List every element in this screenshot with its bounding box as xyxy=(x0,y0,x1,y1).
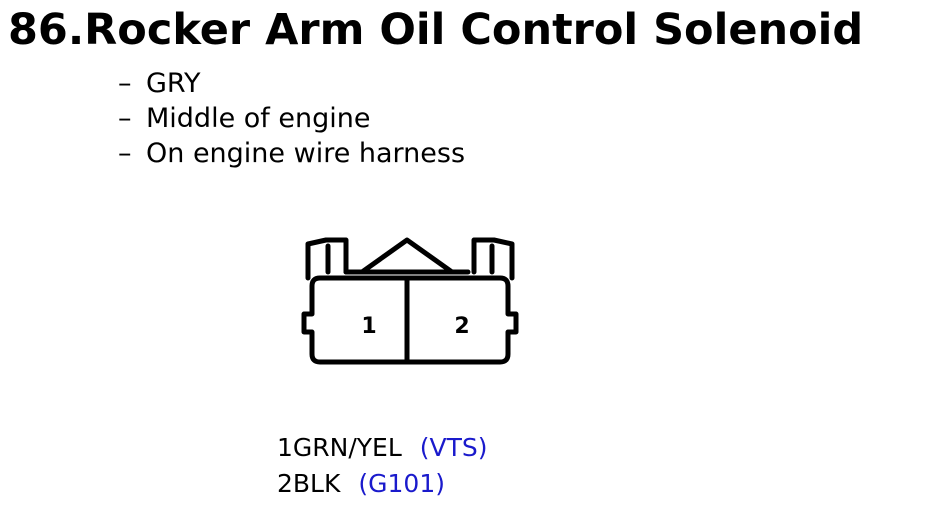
list-dash: – xyxy=(118,68,132,99)
detail-color: –GRY xyxy=(118,66,465,101)
list-dash: – xyxy=(118,103,132,134)
pinout-row: 2BLK (G101) xyxy=(277,466,488,502)
detail-text: GRY xyxy=(146,68,201,99)
circuit-reference: (G101) xyxy=(358,469,445,498)
connector-details-list: –GRY –Middle of engine –On engine wire h… xyxy=(118,66,465,171)
right-latch xyxy=(471,237,515,281)
list-dash: – xyxy=(118,138,132,169)
pin-1-label: 1 xyxy=(361,314,376,339)
pin-number: 2 xyxy=(277,469,293,498)
page-title: 86.Rocker Arm Oil Control Solenoid xyxy=(8,5,864,55)
wire-color: GRN/YEL xyxy=(292,433,402,462)
connector-body xyxy=(301,275,519,365)
pin-number: 1 xyxy=(277,433,293,462)
circuit-reference: (VTS) xyxy=(419,433,488,462)
detail-harness: –On engine wire harness xyxy=(118,136,465,171)
pin-2-label: 2 xyxy=(454,314,469,339)
detail-text: Middle of engine xyxy=(146,103,371,134)
left-latch xyxy=(305,237,349,281)
pinout-list: 1GRN/YEL (VTS) 2BLK (G101) xyxy=(277,430,488,502)
detail-location: –Middle of engine xyxy=(118,101,465,136)
detail-text: On engine wire harness xyxy=(146,138,466,169)
pinout-row: 1GRN/YEL (VTS) xyxy=(277,430,488,466)
connector-diagram: 1 2 xyxy=(301,237,519,365)
connector-key xyxy=(359,237,455,275)
wire-color: BLK xyxy=(292,469,341,498)
